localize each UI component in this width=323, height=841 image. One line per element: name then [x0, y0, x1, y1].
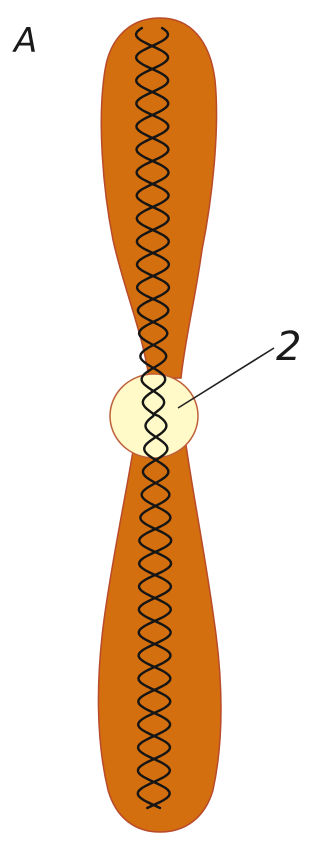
panel-label: A	[12, 21, 37, 61]
callout-leader-line	[178, 348, 274, 408]
callout-label: 2	[276, 324, 301, 370]
